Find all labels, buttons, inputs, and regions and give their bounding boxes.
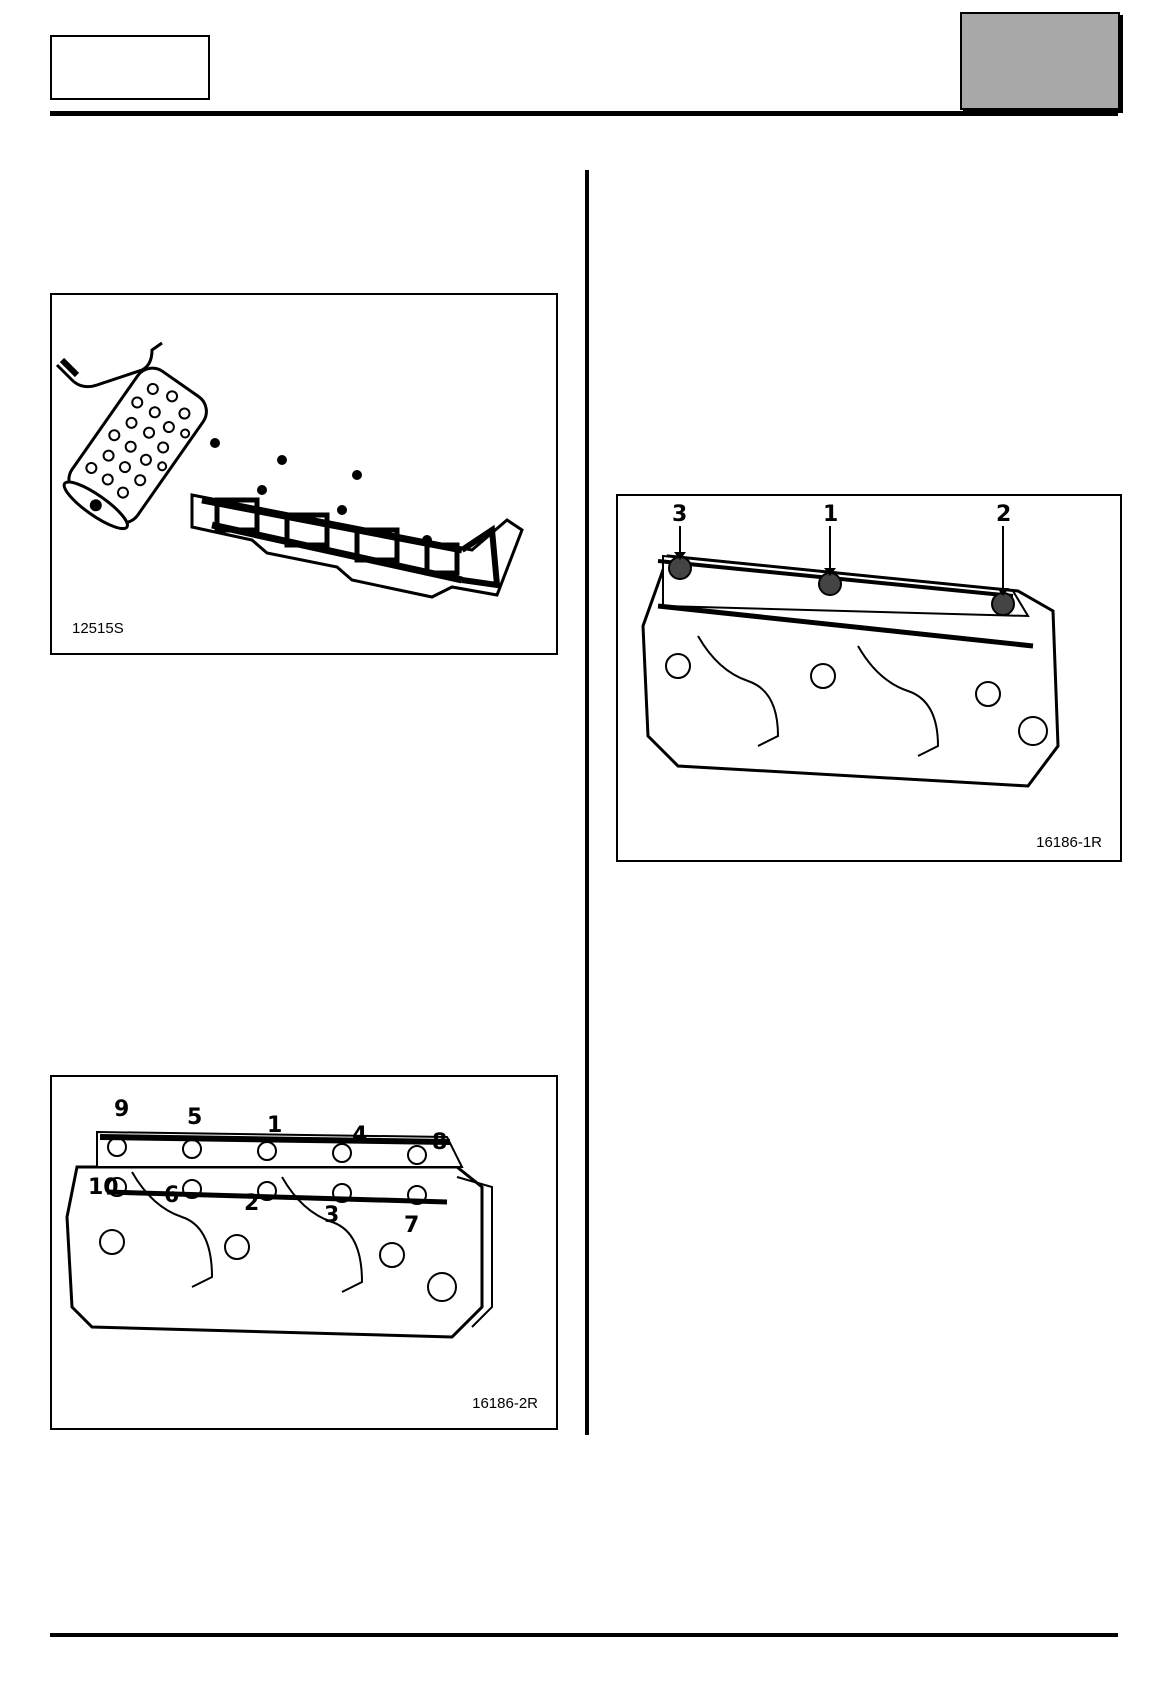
figure-code: 16186-2R — [472, 1395, 538, 1412]
callout-label: 8 — [432, 1130, 448, 1155]
figure-code: 16186-1R — [1036, 834, 1102, 851]
header-box-left — [50, 35, 210, 100]
paint-roller-illustration — [55, 341, 524, 599]
header-rule — [50, 111, 1118, 116]
callout-label: 7 — [404, 1213, 420, 1238]
figure-tightening-sequence: 9 5 1 4 8 10 6 2 3 7 16186-2R — [50, 1075, 558, 1430]
callout-label: 2 — [996, 502, 1012, 527]
rocker-cover-illustration — [641, 526, 1060, 788]
header-box-right — [960, 12, 1120, 110]
figure-code: 12515S — [72, 620, 124, 637]
footer-rule — [50, 1633, 1118, 1637]
callout-label: 2 — [244, 1191, 260, 1216]
cylinder-head-illustration — [65, 1130, 493, 1339]
figure-paint-roller: 12515S — [50, 293, 558, 655]
figure-cover-bolts: 3 1 2 16186-1R — [616, 494, 1122, 862]
callout-label: 5 — [187, 1105, 203, 1130]
callout-label: 3 — [672, 502, 688, 527]
callout-label: 10 — [88, 1175, 119, 1200]
callout-label: 1 — [823, 502, 839, 527]
callout-label: 3 — [324, 1203, 340, 1228]
callout-label: 1 — [267, 1113, 283, 1138]
callout-label: 6 — [164, 1183, 180, 1208]
column-divider — [585, 170, 589, 1435]
callout-label: 4 — [352, 1123, 368, 1148]
callout-label: 9 — [114, 1097, 130, 1122]
